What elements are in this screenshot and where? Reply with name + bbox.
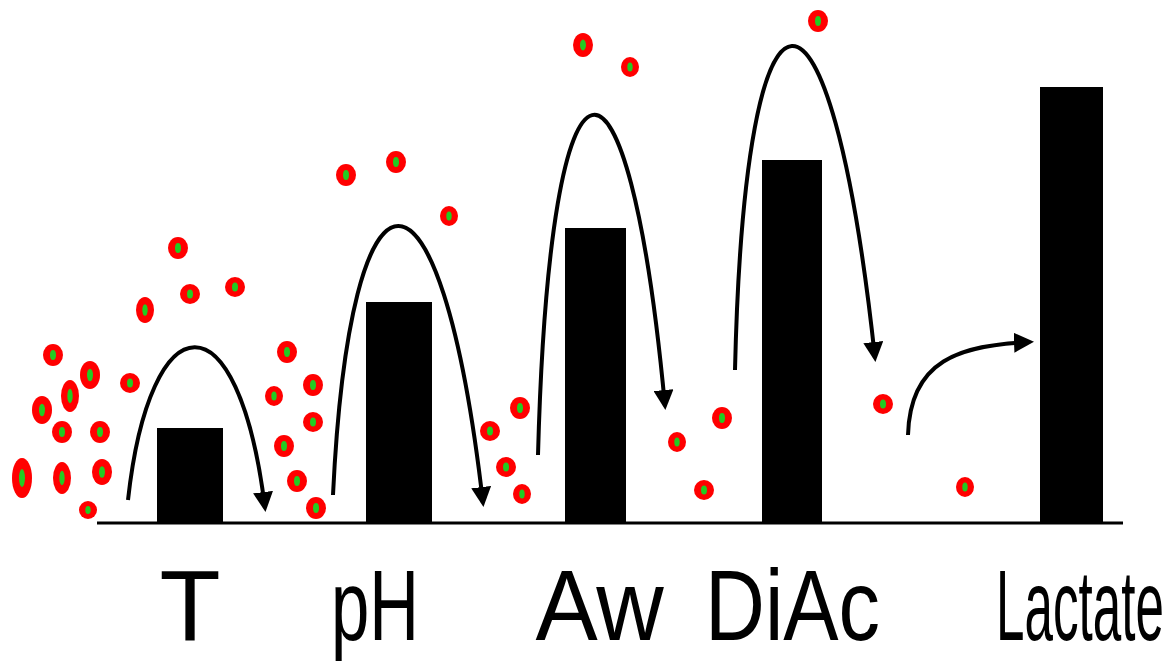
jump-arrow xyxy=(735,46,875,370)
microbe-dot xyxy=(496,457,516,477)
hurdle-bars xyxy=(157,87,1103,523)
microbe-dot xyxy=(90,421,110,443)
microbe-dot xyxy=(43,344,63,366)
microbe-dot xyxy=(694,480,714,500)
microbe-dot xyxy=(306,497,326,519)
microbe-dot xyxy=(573,33,593,57)
microbe-dot xyxy=(513,484,531,504)
jump-arrow xyxy=(908,342,1030,435)
microbe-dot xyxy=(287,470,307,492)
jump-arrow xyxy=(333,226,483,503)
microbe-dot xyxy=(336,164,356,186)
microbe-dot xyxy=(265,386,283,406)
microbe-dot xyxy=(12,458,32,498)
microbe-dot xyxy=(712,407,732,429)
hurdle-bar xyxy=(366,302,432,523)
hurdle-label: DiAc xyxy=(705,555,880,655)
microbe-dot xyxy=(480,421,500,441)
hurdle-bar xyxy=(762,160,822,523)
microbe-dot xyxy=(180,284,200,304)
microbe-dot xyxy=(386,151,406,173)
microbe-dot xyxy=(303,374,323,396)
microbe-dot xyxy=(120,373,140,393)
microbe-dot xyxy=(303,412,323,432)
microbe-dot xyxy=(32,396,52,424)
hurdle-label: Aw xyxy=(536,555,664,655)
hurdle-label: Lactate xyxy=(996,555,1164,655)
hurdle-bar xyxy=(157,428,223,523)
microbe-dot xyxy=(52,421,72,443)
microbe-dot xyxy=(873,394,893,414)
hurdle-label: pH xyxy=(331,555,419,655)
jump-arrows xyxy=(128,46,1030,508)
hurdle-bar xyxy=(1040,87,1103,523)
microbe-dot xyxy=(621,57,639,77)
jump-arrow xyxy=(538,115,665,455)
microbe-dot xyxy=(808,10,828,32)
microbe-dot xyxy=(61,380,79,412)
microbe-dot xyxy=(80,361,100,389)
microbe-dot xyxy=(440,206,458,226)
microbe-dot xyxy=(277,341,297,363)
microbe-dot xyxy=(668,432,686,452)
jump-arrow xyxy=(128,347,265,508)
hurdle-label: T xyxy=(159,555,220,655)
microbe-dot xyxy=(225,277,245,297)
microbe-dot xyxy=(136,297,154,323)
microbe-dot xyxy=(274,435,294,457)
microbe-dot xyxy=(168,237,188,259)
microbe-dot xyxy=(79,501,97,519)
microbe-dot xyxy=(956,477,974,497)
microbe-dot xyxy=(92,459,112,485)
hurdle-bar xyxy=(565,228,626,523)
microbe-dots xyxy=(12,10,974,519)
microbe-dot xyxy=(510,397,530,419)
microbe-dot xyxy=(53,462,71,494)
